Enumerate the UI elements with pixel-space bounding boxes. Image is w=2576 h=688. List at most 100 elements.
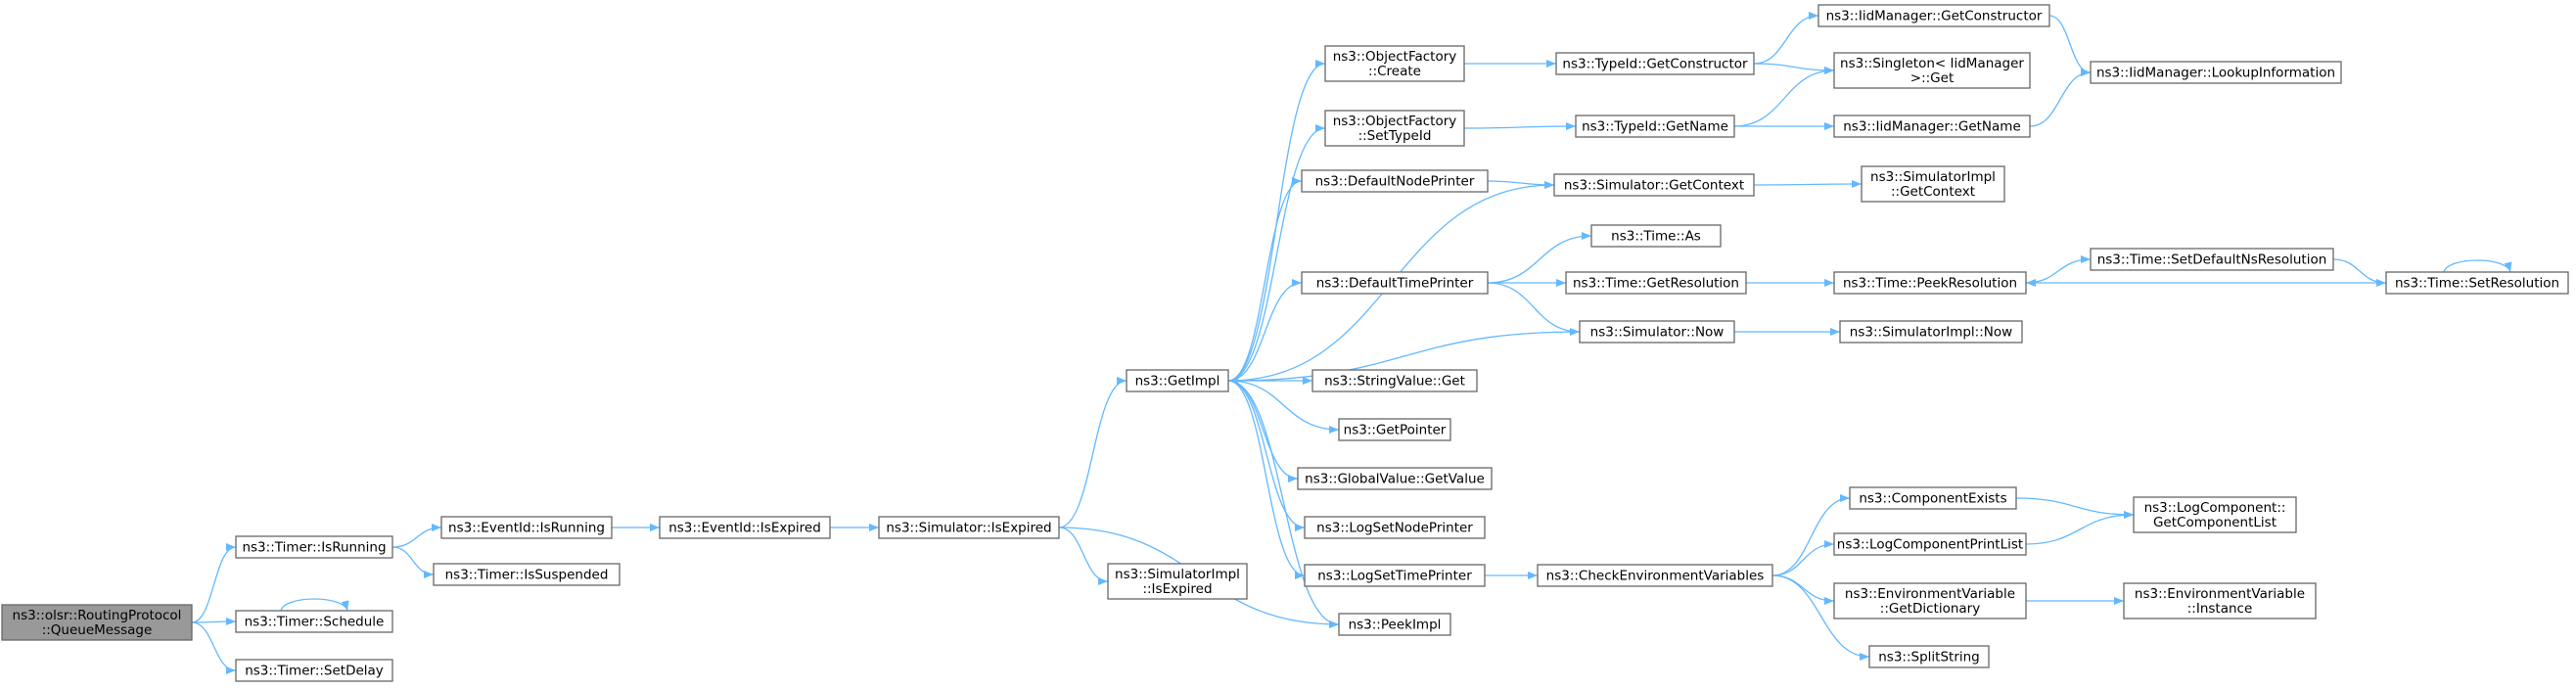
- node-singleton-get[interactable]: ns3::Singleton< IidManager >::Get: [1833, 52, 2031, 89]
- node-sim-now[interactable]: ns3::Simulator::Now: [1579, 320, 1735, 344]
- node-componentexists[interactable]: ns3::ComponentExists: [1849, 486, 2017, 510]
- edge-sim-getcontext-to-simimpl-getcontext: [1753, 180, 1863, 189]
- node-globalvalue-getvalue[interactable]: ns3::GlobalValue::GetValue: [1297, 467, 1493, 490]
- node-label: ns3::GlobalValue::GetValue: [1305, 472, 1485, 487]
- node-eventid-isrunning[interactable]: ns3::EventId::IsRunning: [440, 516, 613, 539]
- edge-defaulttimeprinter-to-sim-now: [1487, 282, 1581, 336]
- node-label: ns3::LogComponent::: [2144, 500, 2286, 516]
- node-label: ns3::PeekImpl: [1349, 618, 1442, 633]
- node-box: [1338, 418, 1451, 441]
- node-box: [1833, 532, 2027, 556]
- node-box: [1301, 169, 1489, 193]
- node-stringvalue-get[interactable]: ns3::StringValue::Get: [1311, 369, 1478, 392]
- node-label: ns3::Time::PeekResolution: [1843, 276, 2017, 292]
- node-simimpl-now[interactable]: ns3::SimulatorImpl::Now: [1839, 320, 2023, 344]
- node-sim-getcontext[interactable]: ns3::Simulator::GetContext: [1553, 173, 1755, 197]
- edge-time-setdefaultnsresolution-to-time-setresolution: [2332, 258, 2387, 287]
- node-box: [1297, 467, 1493, 490]
- node-box: [1868, 645, 1990, 668]
- node-label: ns3::Simulator::GetContext: [1564, 178, 1744, 194]
- node-time-setresolution[interactable]: ns3::Time::SetResolution: [2385, 271, 2569, 295]
- node-box: [1817, 4, 2050, 27]
- edge-typeid-getconstructor-to-singleton-get: [1753, 63, 1835, 74]
- node-box: [1833, 582, 2027, 619]
- node-label: ns3::Time::SetResolution: [2395, 276, 2559, 292]
- node-box: [2385, 271, 2569, 295]
- node-iid-getconstructor[interactable]: ns3::IidManager::GetConstructor: [1817, 4, 2050, 27]
- node-timer-issuspended[interactable]: ns3::Timer::IsSuspended: [433, 563, 621, 586]
- node-box: [1, 604, 193, 641]
- edge-sim-now-to-getimpl: [1227, 331, 1581, 385]
- node-label: ns3::LogComponentPrintList: [1837, 537, 2023, 553]
- node-defaulttimeprinter[interactable]: ns3::DefaultTimePrinter: [1301, 271, 1489, 295]
- node-logcomponent-getcomponentlist[interactable]: ns3::LogComponent::GetComponentList: [2133, 496, 2297, 533]
- edge-getimpl-to-peekimpl: [1227, 380, 1340, 628]
- edge-timer-schedule-to-timer-schedule: [280, 598, 349, 612]
- edge-logcomponentprintlist-to-logcomponent-getcomponentlist: [2025, 511, 2135, 545]
- node-timer-isrunning[interactable]: ns3::Timer::IsRunning: [235, 535, 393, 559]
- node-of-create[interactable]: ns3::ObjectFactory::Create: [1324, 45, 1465, 82]
- node-box: [1833, 52, 2031, 89]
- node-box: [1304, 516, 1486, 539]
- node-time-peekresolution[interactable]: ns3::Time::PeekResolution: [1833, 271, 2027, 295]
- node-box: [2133, 496, 2297, 533]
- node-label: ::Create: [1368, 64, 1421, 79]
- node-time-getresolution[interactable]: ns3::Time::GetResolution: [1565, 271, 1747, 295]
- node-label: ns3::Timer::IsSuspended: [445, 568, 609, 583]
- edge-iid-getconstructor-to-iid-lookupinformation: [2048, 15, 2092, 76]
- node-iid-lookupinformation[interactable]: ns3::IidManager::LookupInformation: [2090, 61, 2342, 84]
- node-box: [878, 516, 1060, 539]
- node-label: ns3::Timer::IsRunning: [242, 540, 386, 556]
- edge-checkenv-to-logcomponentprintlist: [1771, 540, 1835, 576]
- node-envvar-instance[interactable]: ns3::EnvironmentVariable::Instance: [2123, 582, 2317, 619]
- node-timer-schedule[interactable]: ns3::Timer::Schedule: [235, 610, 393, 633]
- node-label: ns3::EnvironmentVariable: [1845, 586, 2015, 602]
- node-box: [1324, 110, 1465, 147]
- node-envvar-getdictionary[interactable]: ns3::EnvironmentVariable::GetDictionary: [1833, 582, 2027, 619]
- node-label: ns3::LogSetNodePrinter: [1316, 521, 1473, 536]
- edge-checkenv-to-componentexists: [1771, 494, 1851, 576]
- edge-root-to-timer-isrunning: [191, 543, 237, 623]
- node-sim-isexpired[interactable]: ns3::Simulator::IsExpired: [878, 516, 1060, 539]
- edge-typeid-getconstructor-to-iid-getconstructor: [1753, 12, 1819, 65]
- node-defaultnodeprinter[interactable]: ns3::DefaultNodePrinter: [1301, 169, 1489, 193]
- node-label: ns3::TypeId::GetConstructor: [1562, 57, 1748, 72]
- node-label: ns3::EventId::IsExpired: [668, 521, 821, 536]
- node-checkenv[interactable]: ns3::CheckEnvironmentVariables: [1537, 564, 1773, 587]
- node-getpointer[interactable]: ns3::GetPointer: [1338, 418, 1451, 441]
- node-of-settypeid[interactable]: ns3::ObjectFactory::SetTypeId: [1324, 110, 1465, 147]
- node-typeid-getconstructor[interactable]: ns3::TypeId::GetConstructor: [1555, 52, 1755, 75]
- node-box: [1324, 45, 1465, 82]
- node-time-as[interactable]: ns3::Time::As: [1590, 224, 1722, 248]
- node-label: ns3::IidManager::LookupInformation: [2096, 66, 2335, 81]
- node-label: ns3::Time::SetDefaultNsResolution: [2097, 252, 2327, 268]
- node-iid-getname[interactable]: ns3::IidManager::GetName: [1833, 115, 2031, 138]
- node-logsettimeprinter[interactable]: ns3::LogSetTimePrinter: [1304, 564, 1486, 587]
- node-box: [1553, 173, 1755, 197]
- node-timer-setdelay[interactable]: ns3::Timer::SetDelay: [235, 659, 393, 682]
- node-box: [1839, 320, 2023, 344]
- node-label: ns3::LogSetTimePrinter: [1317, 569, 1472, 584]
- node-simimpl-getcontext[interactable]: ns3::SimulatorImpl::GetContext: [1861, 165, 2005, 203]
- node-logsetnodeprinter[interactable]: ns3::LogSetNodePrinter: [1304, 516, 1486, 539]
- node-getimpl[interactable]: ns3::GetImpl: [1126, 369, 1229, 392]
- node-label: ns3::IidManager::GetConstructor: [1826, 9, 2043, 24]
- edge-getimpl-to-defaultnodeprinter: [1227, 177, 1303, 382]
- node-label: ns3::Timer::SetDelay: [245, 664, 384, 679]
- node-label: ns3::SimulatorImpl: [1870, 169, 1996, 185]
- node-root[interactable]: ns3::olsr::RoutingProtocol::QueueMessage: [1, 604, 193, 641]
- node-logcomponentprintlist[interactable]: ns3::LogComponentPrintList: [1833, 532, 2027, 556]
- node-splitstring[interactable]: ns3::SplitString: [1868, 645, 1990, 668]
- node-label: ns3::EventId::IsRunning: [448, 521, 605, 536]
- node-typeid-getname[interactable]: ns3::TypeId::GetName: [1575, 115, 1735, 138]
- node-label: ns3::SimulatorImpl: [1115, 567, 1240, 582]
- node-time-setdefaultnsresolution[interactable]: ns3::Time::SetDefaultNsResolution: [2090, 248, 2334, 271]
- node-simimpl-isexpired[interactable]: ns3::SimulatorImpl::IsExpired: [1107, 563, 1248, 600]
- node-label: >::Get: [1910, 70, 1954, 86]
- node-box: [1861, 165, 2005, 203]
- node-box: [1849, 486, 2017, 510]
- node-peekimpl[interactable]: ns3::PeekImpl: [1338, 613, 1451, 636]
- edge-root-to-timer-setdelay: [191, 621, 237, 674]
- node-eventid-isexpired[interactable]: ns3::EventId::IsExpired: [659, 516, 831, 539]
